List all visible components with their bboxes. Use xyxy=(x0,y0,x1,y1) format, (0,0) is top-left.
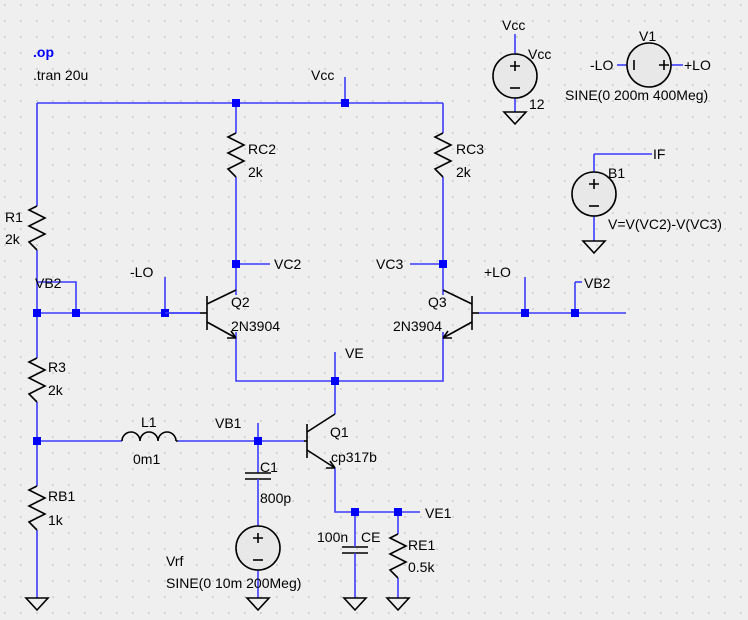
vrf-name: Vrf xyxy=(166,553,183,569)
rc2-name: RC2 xyxy=(248,141,276,157)
q1-name: Q1 xyxy=(330,424,349,440)
inductor-l1[interactable] xyxy=(121,431,178,442)
ce-value: 100n xyxy=(317,529,348,545)
resistor-rc3[interactable] xyxy=(433,132,453,178)
rc3-name: RC3 xyxy=(456,141,484,157)
ground-icon xyxy=(581,240,607,255)
resistor-re1[interactable] xyxy=(388,533,408,579)
voltage-source-vrf[interactable] xyxy=(235,525,281,571)
transistor-q1[interactable] xyxy=(304,413,336,469)
ground-symbols xyxy=(24,111,607,612)
r3-name: R3 xyxy=(48,359,66,375)
q3-name: Q3 xyxy=(428,294,447,310)
net-label-ve: VE xyxy=(345,345,364,361)
net-label-vb2-right: VB2 xyxy=(584,275,611,291)
vcc-source-value: 12 xyxy=(529,96,545,112)
net-label-vb2-left: VB2 xyxy=(35,275,62,291)
ground-icon xyxy=(24,597,50,612)
l1-value: 0m1 xyxy=(133,451,160,467)
resistor-r3[interactable] xyxy=(27,357,47,403)
b1-value: V=V(VC2)-V(VC3) xyxy=(608,216,722,232)
r1-name: R1 xyxy=(5,209,23,225)
net-label-vb1: VB1 xyxy=(215,415,242,431)
capacitor-ce[interactable] xyxy=(342,541,368,561)
q2-model: 2N3904 xyxy=(231,318,280,334)
net-label-vcc-rail: Vcc xyxy=(311,67,334,83)
ground-icon xyxy=(342,597,368,612)
resistor-r1[interactable] xyxy=(27,205,47,251)
net-label-plus-lo: +LO xyxy=(484,264,511,280)
rc2-value: 2k xyxy=(248,164,264,180)
r1-value: 2k xyxy=(5,231,21,247)
vcc-source-name: Vcc xyxy=(528,46,551,62)
ground-icon xyxy=(385,597,411,612)
q2-name: Q2 xyxy=(231,294,250,310)
directive-tran[interactable]: .tran 20u xyxy=(33,67,88,83)
junction-markers xyxy=(33,99,579,516)
transistor-q3[interactable] xyxy=(442,289,479,339)
q1-model: cp317b xyxy=(331,449,377,465)
re1-value: 0.5k xyxy=(408,559,435,575)
c1-name: C1 xyxy=(260,459,278,475)
rb1-name: RB1 xyxy=(48,488,75,504)
behavioral-source-b1[interactable] xyxy=(571,171,617,217)
c1-value: 800p xyxy=(260,490,291,506)
net-label-minus-lo: -LO xyxy=(130,264,153,280)
b1-net-label: IF xyxy=(653,146,665,162)
vrf-value: SINE(0 10m 200Meg) xyxy=(166,575,301,591)
rc3-value: 2k xyxy=(456,164,472,180)
transistor-q2[interactable] xyxy=(165,289,237,339)
q3-model: 2N3904 xyxy=(393,318,442,334)
capacitor-c1[interactable] xyxy=(245,472,271,506)
directive-op[interactable]: .op xyxy=(33,44,54,60)
ground-icon xyxy=(245,597,271,612)
re1-name: RE1 xyxy=(408,537,435,553)
rb1-value: 1k xyxy=(48,512,64,528)
v1-name: V1 xyxy=(639,28,656,44)
v1-value: SINE(0 200m 400Meg) xyxy=(565,87,708,103)
voltage-source-vcc[interactable] xyxy=(492,53,538,99)
v1-minus-label: -LO xyxy=(590,57,613,73)
resistor-rc2[interactable] xyxy=(226,132,246,178)
ce-name: CE xyxy=(361,529,380,545)
net-label-vc2: VC2 xyxy=(274,256,301,272)
resistor-rb1[interactable] xyxy=(27,485,47,531)
v1-plus-label: +LO xyxy=(684,57,711,73)
net-label-vc3: VC3 xyxy=(376,256,403,272)
wires[interactable] xyxy=(36,34,683,598)
l1-name: L1 xyxy=(141,414,157,430)
net-label-vcc-source: Vcc xyxy=(502,17,525,33)
ground-icon xyxy=(502,111,528,126)
net-label-ve1: VE1 xyxy=(425,505,452,521)
b1-name: B1 xyxy=(608,165,625,181)
r3-value: 2k xyxy=(48,382,64,398)
voltage-source-v1[interactable] xyxy=(626,42,672,88)
